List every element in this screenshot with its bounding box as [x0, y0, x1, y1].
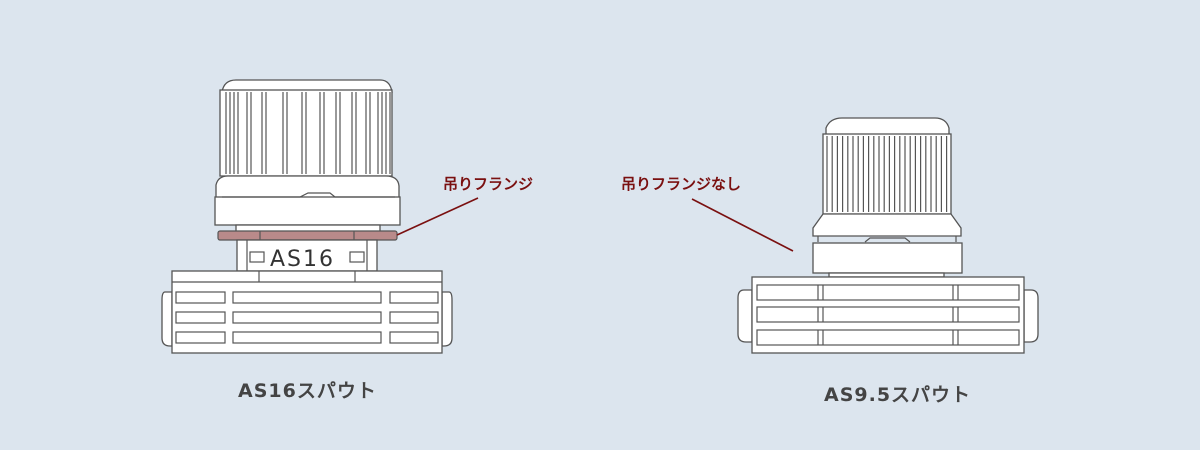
as16-spout-drawing: AS16 — [161, 79, 453, 354]
no-flange-callout-line — [691, 198, 794, 252]
flange-callout-line — [396, 197, 479, 236]
as16-embossed-text: AS16 — [270, 247, 335, 272]
hanging-flange — [217, 230, 398, 241]
as16-spout-label: AS16スパウト — [238, 380, 377, 402]
flange-callout-label: 吊りフランジ — [443, 175, 534, 193]
no-flange-callout-label: 吊りフランジなし — [621, 175, 742, 193]
as95-spout-drawing — [737, 117, 1039, 354]
as95-spout-label: AS9.5スパウト — [824, 384, 972, 406]
as16-cap — [214, 79, 401, 226]
as16-base — [161, 270, 453, 354]
